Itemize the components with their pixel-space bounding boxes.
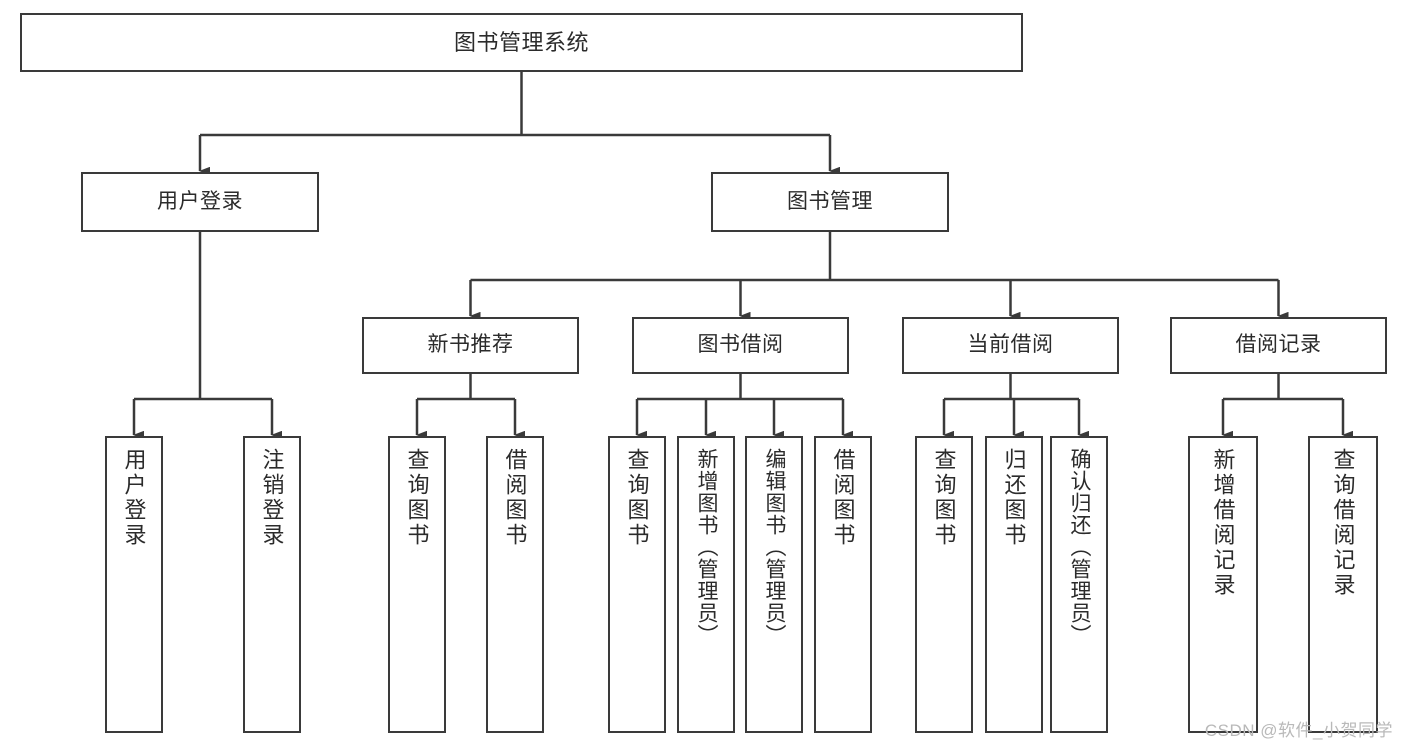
node-leaf-user-logout[interactable]: 注销登录	[243, 436, 301, 733]
node-label: 查询图书	[404, 448, 430, 548]
node-label: 查询图书	[624, 448, 650, 548]
node-leaf-confirm-return[interactable]: 确认归还（管理员）	[1050, 436, 1108, 733]
node-new-book-rec[interactable]: 新书推荐	[362, 317, 579, 374]
node-label: 图书管理	[787, 189, 873, 213]
node-label: 查询借阅记录	[1330, 448, 1356, 598]
node-label: 借阅图书	[830, 448, 856, 548]
node-root[interactable]: 图书管理系统	[20, 13, 1023, 72]
node-user-login[interactable]: 用户登录	[81, 172, 319, 232]
node-label: 注销登录	[259, 448, 285, 548]
node-current-borrow[interactable]: 当前借阅	[902, 317, 1119, 374]
node-leaf-add-book[interactable]: 新增图书（管理员）	[677, 436, 735, 733]
node-label: 图书管理系统	[453, 29, 589, 55]
node-leaf-return-book[interactable]: 归还图书	[985, 436, 1043, 733]
node-leaf-query-record[interactable]: 查询借阅记录	[1308, 436, 1378, 733]
node-leaf-add-record[interactable]: 新增借阅记录	[1188, 436, 1258, 733]
node-label: 归还图书	[1001, 448, 1027, 548]
node-label: 确认归还（管理员）	[1068, 448, 1092, 646]
node-label: 借阅图书	[502, 448, 528, 548]
node-label: 用户登录	[157, 189, 243, 213]
node-label: 编辑图书（管理员）	[763, 448, 787, 646]
node-label: 查询图书	[931, 448, 957, 548]
node-leaf-borrow-book-1[interactable]: 借阅图书	[486, 436, 544, 733]
node-label: 图书借阅	[697, 333, 784, 357]
node-leaf-borrow-book-2[interactable]: 借阅图书	[814, 436, 872, 733]
node-label: 当前借阅	[967, 333, 1054, 357]
node-leaf-user-login[interactable]: 用户登录	[105, 436, 163, 733]
node-book-borrow[interactable]: 图书借阅	[632, 317, 849, 374]
node-label: 借阅记录	[1235, 333, 1322, 357]
node-book-manage[interactable]: 图书管理	[711, 172, 949, 232]
node-label: 新增借阅记录	[1210, 448, 1236, 598]
node-borrow-record[interactable]: 借阅记录	[1170, 317, 1387, 374]
node-leaf-query-book-3[interactable]: 查询图书	[915, 436, 973, 733]
node-leaf-query-book-1[interactable]: 查询图书	[388, 436, 446, 733]
connector-lines	[132, 72, 1353, 440]
node-label: 新增图书（管理员）	[695, 448, 719, 646]
node-leaf-query-book-2[interactable]: 查询图书	[608, 436, 666, 733]
node-label: 用户登录	[121, 448, 147, 548]
node-leaf-edit-book[interactable]: 编辑图书（管理员）	[745, 436, 803, 733]
node-label: 新书推荐	[427, 333, 514, 357]
watermark: CSDN @软件_小贺同学	[1204, 721, 1393, 740]
